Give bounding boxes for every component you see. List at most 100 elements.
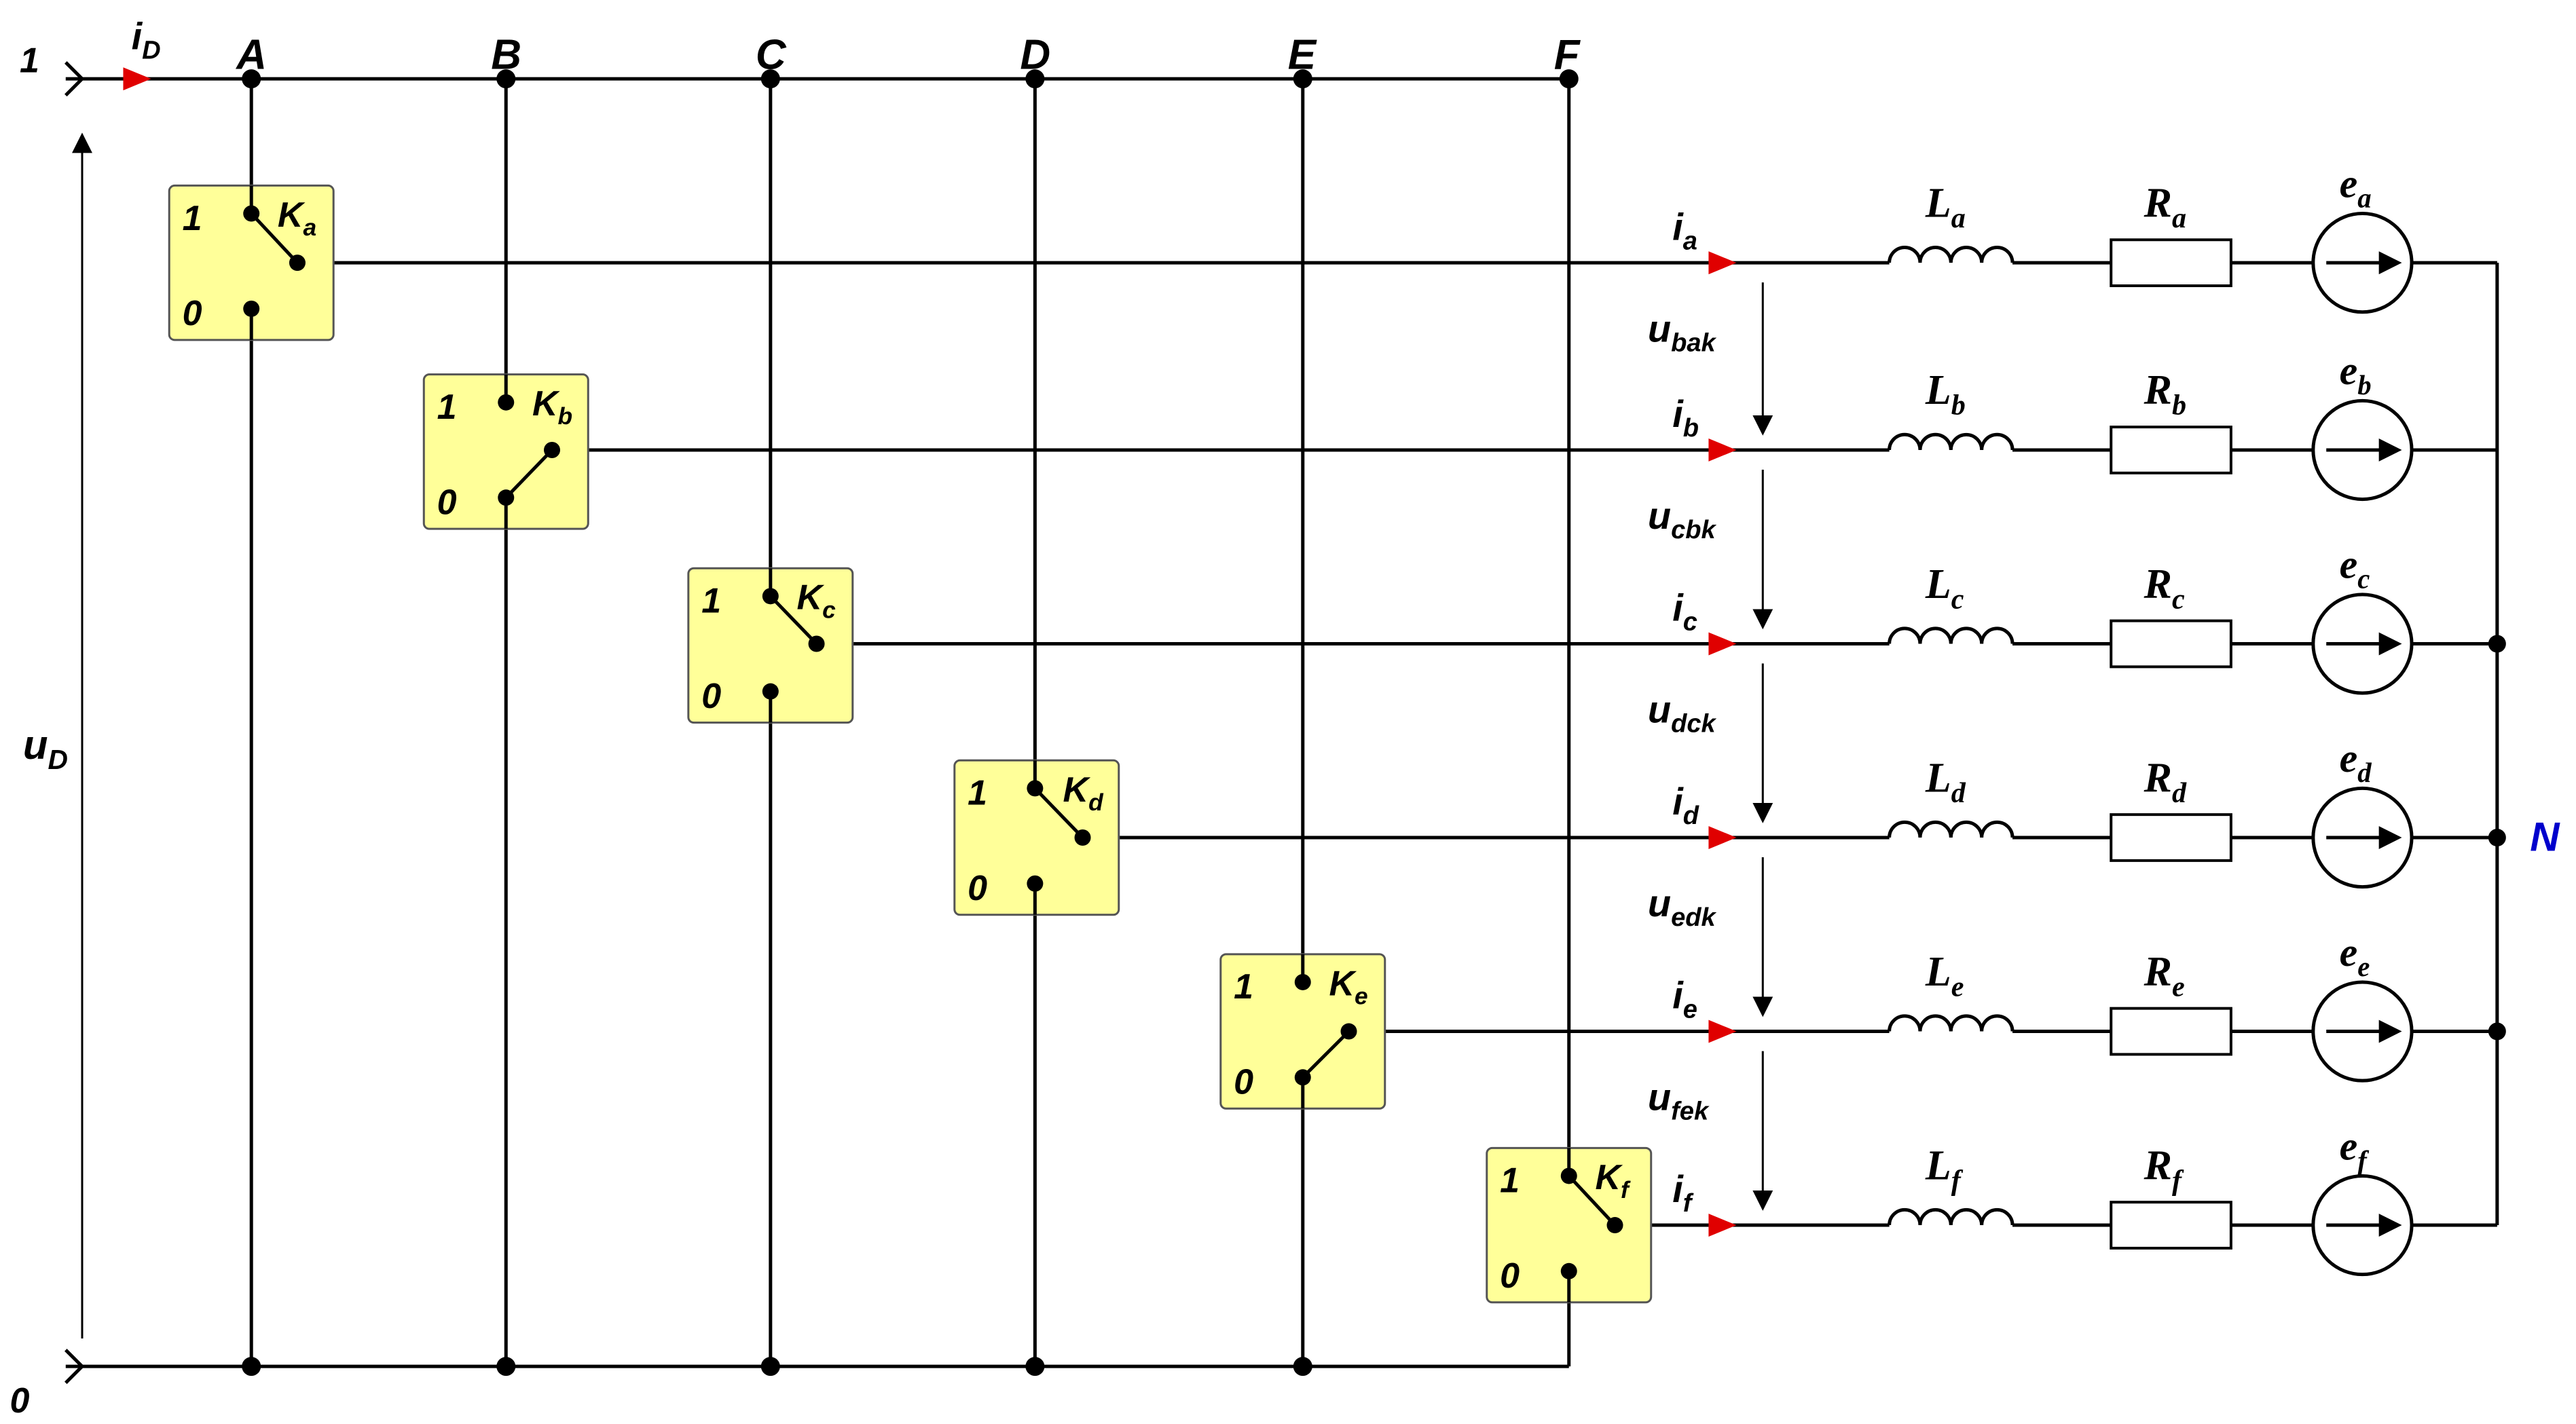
switch-blade-a — [250, 212, 299, 264]
inductor-label-b: Lb — [1925, 367, 1966, 421]
switch-label-a: Ka — [278, 195, 316, 241]
neutral-junction-e — [2488, 1022, 2506, 1041]
phase-current-label-d-sub: d — [1683, 802, 1699, 830]
switch-label-b-sub: b — [558, 403, 573, 430]
resistor-b — [2110, 426, 2232, 474]
switch-label-f: Kf — [1595, 1158, 1631, 1203]
phase-current-arrow-e — [1708, 1019, 1737, 1043]
emf-arrow-head-d — [2378, 826, 2402, 849]
junction-top-A — [242, 69, 261, 89]
resistor-label-a-sub: a — [2172, 202, 2186, 234]
inductor-d — [1888, 820, 2014, 838]
resistor-d — [2110, 813, 2232, 862]
line-voltage-label-dck-sub: dck — [1671, 710, 1716, 738]
terminal-bottom-label: 0 — [10, 1381, 30, 1421]
emf-label-a-sub: a — [2357, 183, 2371, 213]
inductor-f — [1888, 1207, 2014, 1226]
switch-blade-d — [1033, 787, 1084, 839]
inductor-label-c-sub: c — [1951, 583, 1964, 615]
switch-pos0-f: 0 — [1500, 1256, 1520, 1296]
line-voltage-label-bak-main: u — [1648, 307, 1671, 350]
line-voltage-label-dck-main: u — [1648, 688, 1671, 731]
junction-top-B — [496, 69, 516, 89]
inductor-e — [1888, 1014, 2014, 1032]
emf-label-e-main: e — [2340, 930, 2358, 975]
line-voltage-label-edk-main: u — [1648, 882, 1671, 924]
source-voltage-label-sub: D — [48, 744, 68, 775]
resistor-e — [2110, 1007, 2232, 1056]
emf-label-c-sub: c — [2357, 564, 2370, 595]
phase-current-label-e-main: i — [1672, 974, 1684, 1017]
switch-pos1-b: 1 — [437, 388, 457, 427]
resistor-label-e-sub: e — [2172, 971, 2185, 1003]
phase-current-arrow-b — [1708, 438, 1737, 462]
emf-label-f: ef — [2340, 1123, 2370, 1176]
line-voltage-label-edk-sub: edk — [1671, 903, 1716, 932]
emf-arrow-head-c — [2378, 632, 2402, 656]
inductor-label-d-sub: d — [1951, 777, 1966, 809]
phase-current-arrow-f — [1708, 1214, 1737, 1237]
line-voltage-label-cbk: ucbk — [1648, 494, 1717, 544]
bus-label-A: A — [235, 32, 267, 79]
inductor-label-e: Le — [1925, 949, 1964, 1003]
line-voltage-label-cbk-sub: cbk — [1671, 516, 1716, 544]
inductor-label-c-main: L — [1925, 561, 1951, 607]
resistor-c — [2110, 619, 2232, 669]
junction-bottom-C — [760, 1357, 780, 1376]
line-voltage-label-bak: ubak — [1648, 307, 1717, 357]
emf-label-d-sub: d — [2357, 757, 2372, 788]
phase-current-label-d: id — [1672, 780, 1699, 830]
inductor-label-f: Lf — [1925, 1142, 1964, 1197]
switch-pos1-a: 1 — [183, 199, 202, 238]
junction-top-F — [1559, 69, 1579, 89]
resistor-label-e: Re — [2143, 949, 2185, 1003]
switch-blade-f — [1567, 1174, 1617, 1226]
switch-label-c-main: K — [797, 578, 825, 618]
phase-current-label-f-sub: f — [1683, 1189, 1694, 1218]
switch-blade-c — [769, 595, 818, 645]
switch-pos1-e: 1 — [1234, 967, 1253, 1007]
emf-label-c: ec — [2340, 542, 2370, 595]
junction-bottom-E — [1293, 1357, 1312, 1376]
junction-bottom-B — [496, 1357, 516, 1376]
switch-label-e: Ke — [1329, 964, 1367, 1009]
inductor-label-f-main: L — [1925, 1142, 1951, 1188]
resistor-label-d-sub: d — [2172, 777, 2187, 809]
inductor-label-c: Lc — [1925, 561, 1964, 616]
inductor-c — [1888, 626, 2014, 644]
inductor-label-e-main: L — [1925, 949, 1951, 995]
switch-pin0-dot-f — [1560, 1262, 1577, 1279]
switch-blade-e — [1302, 1030, 1350, 1079]
neutral-junction-d — [2488, 829, 2506, 847]
emf-arrow-head-f — [2378, 1214, 2402, 1237]
switch-pin0-dot-c — [762, 683, 779, 700]
switch-label-c-sub: c — [822, 597, 836, 624]
source-current-label: iD — [132, 15, 161, 65]
inductor-label-a-sub: a — [1951, 202, 1966, 234]
switch-label-a-sub: a — [303, 214, 316, 241]
emf-label-c-main: e — [2340, 542, 2358, 587]
phase-current-label-b-main: i — [1672, 392, 1684, 435]
emf-arrow-head-a — [2378, 251, 2402, 275]
switch-label-d: Kd — [1063, 770, 1105, 816]
phase-current-label-f-main: i — [1672, 1167, 1684, 1210]
terminal-top-label: 1 — [20, 41, 39, 80]
phase-current-label-f: if — [1672, 1167, 1694, 1218]
line-voltage-label-fek-sub: fek — [1671, 1098, 1710, 1126]
switch-pos0-a: 0 — [183, 294, 202, 333]
switch-label-c: Kc — [797, 578, 836, 624]
emf-arrow-head-b — [2378, 438, 2402, 462]
resistor-label-c: Rc — [2143, 561, 2185, 616]
junction-bottom-D — [1025, 1357, 1045, 1376]
phase-current-label-b: ib — [1672, 392, 1699, 443]
source-current-label-main: i — [132, 15, 143, 58]
resistor-label-f-sub: f — [2172, 1165, 2184, 1197]
inductor-a — [1888, 245, 2014, 263]
inductor-label-a-main: L — [1925, 180, 1951, 226]
switch-label-b-main: K — [532, 384, 560, 424]
switch-label-d-main: K — [1063, 770, 1091, 810]
phase-current-label-e-sub: e — [1683, 996, 1697, 1024]
line-voltage-label-bak-sub: bak — [1671, 329, 1716, 357]
